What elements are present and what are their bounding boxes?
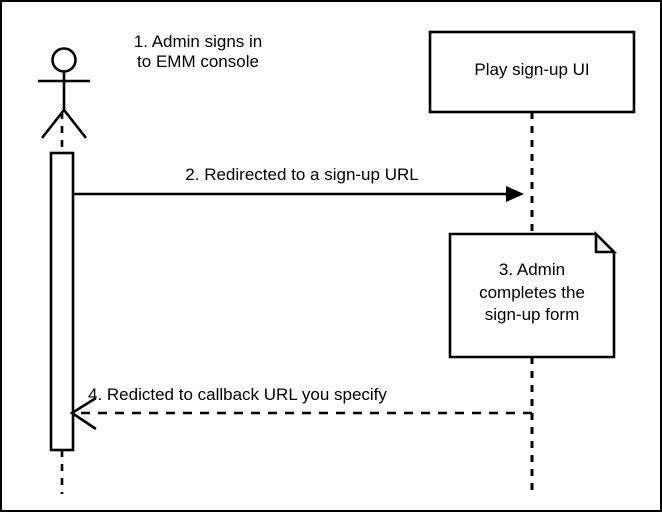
note-text: 3. Admin completes the sign-up form bbox=[452, 259, 612, 327]
message-2-label: 2. Redirected to a sign-up URL bbox=[185, 165, 419, 184]
message-2-arrowhead-filled bbox=[506, 186, 524, 202]
actor-figure bbox=[38, 47, 90, 139]
note-text-line-3: sign-up form bbox=[484, 305, 580, 325]
participant-label: Play sign-up UI bbox=[474, 60, 590, 79]
actor-head-icon bbox=[51, 47, 77, 73]
actor-caption-line-2: to EMM console bbox=[137, 52, 259, 72]
note-text-line-2: completes the bbox=[479, 282, 585, 302]
note-body bbox=[448, 232, 616, 359]
actor-leg-left bbox=[40, 109, 66, 139]
actor-leg-right bbox=[62, 109, 88, 139]
message-4-label: 4. Redicted to callback URL you specify bbox=[88, 385, 387, 404]
note-folded-corner bbox=[594, 230, 618, 254]
actor-caption-line-1: 1. Admin signs in bbox=[133, 32, 263, 51]
message-4-arrow bbox=[69, 396, 532, 431]
note-text-line-1: 3. Admin bbox=[498, 260, 566, 279]
message-2-arrow bbox=[72, 186, 524, 202]
actor-activation-bar bbox=[49, 151, 75, 452]
message-4-arrowhead-open bbox=[69, 396, 97, 431]
note-shape bbox=[448, 230, 618, 359]
